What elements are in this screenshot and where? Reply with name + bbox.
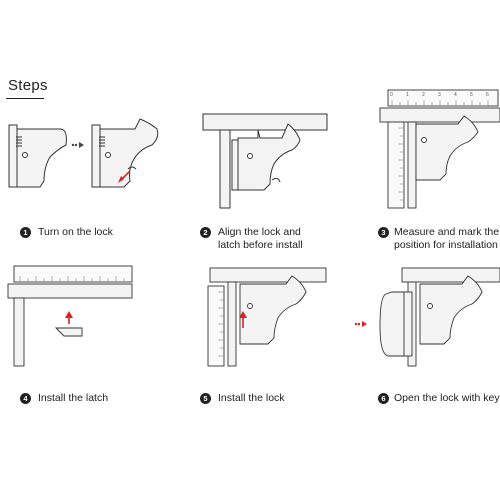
cabinet-side — [13, 297, 25, 367]
lock-drawing — [239, 275, 307, 345]
step-label: Open the lock with key — [394, 392, 500, 404]
ruler-tick-label: 1 — [406, 92, 409, 98]
step-label: Install the latch — [38, 392, 109, 404]
step-label: Install the lock — [218, 392, 285, 404]
cabinet-top — [379, 107, 500, 123]
key-drawing — [379, 291, 409, 357]
red-arrow-icon — [65, 311, 73, 324]
latch-drawing — [54, 327, 83, 337]
latch-drawing — [237, 123, 301, 191]
step-label: Align the lock and latch before install — [218, 226, 303, 252]
lock-drawing — [415, 115, 479, 181]
step-label-line: latch before install — [218, 239, 303, 251]
illustration-open-with-key — [354, 267, 500, 367]
ruler-tick-label: 4 — [454, 92, 457, 98]
ruler-tick-label: 6 — [486, 92, 489, 98]
step-number-badge: 2 — [200, 227, 211, 238]
title-underline — [6, 98, 44, 99]
step-number-badge: 5 — [200, 393, 211, 404]
step-label: Measure and mark the position for instal… — [394, 226, 499, 252]
illustration-align-lock — [202, 113, 328, 209]
cabinet-side — [219, 129, 231, 209]
red-arrow-icon — [239, 311, 247, 328]
cabinet-top — [209, 267, 327, 283]
illustration-turn-on-lock — [8, 118, 159, 188]
ruler-tick-label: 5 — [470, 92, 473, 98]
lock-closed-drawing — [8, 124, 67, 188]
lock-drawing — [419, 275, 483, 345]
illustration-install-latch — [7, 265, 133, 367]
ruler-horizontal — [387, 89, 499, 107]
cabinet-top — [202, 113, 328, 131]
step-label-line: Measure and mark the — [394, 226, 500, 238]
step-number-badge: 1 — [20, 227, 31, 238]
ruler-vertical — [387, 121, 405, 209]
lock-open-drawing — [91, 118, 159, 188]
step-number-badge: 3 — [378, 227, 389, 238]
red-arrow-icon — [354, 321, 367, 327]
ruler-tick-label: 0 — [390, 92, 393, 98]
arrow-icon — [71, 142, 84, 148]
step-number-badge: 4 — [20, 393, 31, 404]
step-number-badge: 6 — [378, 393, 389, 404]
steps-title: Steps — [8, 77, 48, 94]
ruler-horizontal — [13, 265, 133, 283]
illustration-install-lock — [207, 267, 327, 367]
red-arrow-icon — [118, 166, 137, 183]
cabinet-top — [401, 267, 500, 283]
ruler-tick-label: 2 — [422, 92, 425, 98]
cabinet-top — [7, 283, 133, 299]
step-label-line: Align the lock and — [218, 226, 301, 238]
ruler-vertical — [207, 285, 225, 367]
step-label: Turn on the lock — [38, 226, 113, 238]
step-label-line: position for installation — [394, 239, 498, 251]
ruler-tick-label: 3 — [438, 92, 441, 98]
illustration-measure: 0 1 2 3 4 5 6 — [379, 89, 500, 209]
